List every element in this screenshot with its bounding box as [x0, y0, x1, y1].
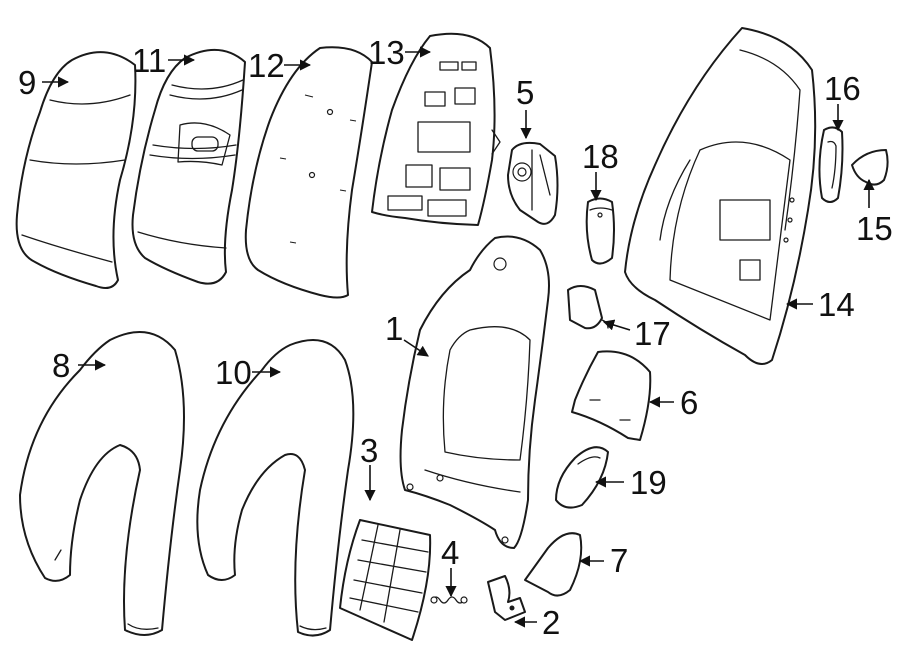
callout-6: 6	[680, 384, 698, 421]
callout-18: 18	[582, 138, 619, 175]
part-15-release-handle	[851, 149, 889, 186]
callout-14: 14	[818, 286, 855, 323]
part-11-backrest-cover	[131, 48, 246, 285]
leader-17	[602, 319, 631, 331]
part-10-backrest-inner-cover	[196, 339, 355, 637]
part-6-side-shield	[571, 350, 652, 441]
callout-15: 15	[856, 210, 893, 247]
part-4-spring	[430, 596, 468, 604]
callout-19: 19	[630, 464, 667, 501]
callout-3: 3	[360, 432, 378, 469]
callout-9: 9	[18, 64, 36, 101]
callout-7: 7	[610, 542, 628, 579]
part-1-backrest-frame	[399, 235, 550, 549]
part-18-trim-cover	[585, 197, 615, 265]
part-13-backrest-frame-panel	[371, 32, 501, 226]
callout-16: 16	[824, 70, 861, 107]
part-8-bolster-cover	[19, 331, 185, 636]
callout-13: 13	[368, 34, 405, 71]
leader-lines	[42, 46, 875, 628]
callout-5: 5	[516, 74, 534, 111]
part-17-control-module	[567, 285, 609, 330]
part-2-latch	[487, 575, 526, 621]
callout-2: 2	[542, 604, 560, 641]
part-16-release-trim	[818, 126, 844, 203]
callout-4: 4	[441, 534, 459, 571]
callout-8: 8	[52, 347, 70, 384]
part-9-backrest-pad	[15, 51, 137, 289]
part-12-backrest-board	[244, 46, 373, 299]
part-19-side-pad	[555, 446, 609, 509]
callout-12: 12	[248, 47, 285, 84]
callout-1: 1	[385, 310, 403, 347]
part-3-lumbar-support	[339, 519, 432, 641]
callout-11: 11	[132, 42, 166, 79]
part-7-lower-trim	[524, 532, 583, 597]
callout-labels: 1 2 3 4 5 6 7 8 9 10 11 12 13 14 15 16 1…	[18, 34, 893, 641]
part-14-backrest-rear-shell	[624, 27, 817, 365]
callout-10: 10	[215, 354, 252, 391]
callout-17: 17	[634, 315, 671, 352]
part-5-recliner-bracket	[507, 141, 559, 225]
leader-1	[403, 339, 429, 357]
